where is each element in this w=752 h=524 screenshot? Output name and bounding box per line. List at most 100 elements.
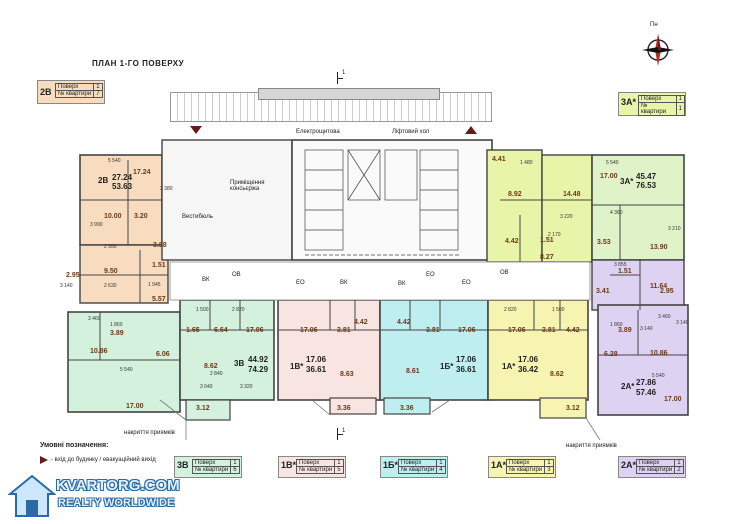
corridor-label: ОВ: [232, 272, 241, 278]
dimension-label: 3 210: [668, 226, 681, 232]
room-area-label: 8.92: [508, 191, 522, 198]
corridor-label: ВК: [398, 281, 406, 287]
room-area-label: 11.64: [650, 283, 668, 290]
watermark: KVARTORG.COM REALTY WORLDWIDE: [8, 474, 198, 520]
room-area-label: 2.95: [660, 288, 674, 295]
room-area-label: 3.41: [596, 288, 610, 295]
dimension-label: 1 480: [520, 160, 533, 166]
dimension-label: 1 500: [196, 307, 209, 313]
corridor-label: ВК: [202, 277, 210, 283]
room-area-label: 8.27: [540, 254, 554, 261]
dimension-label: 3 460: [88, 316, 101, 322]
room-area-label: 17.06: [246, 327, 264, 334]
dimension-label: 3 320: [240, 384, 253, 390]
apt-total-2a: 57.46: [636, 388, 657, 397]
dimension-label: 2 820: [232, 307, 245, 313]
room-area-label: 6.64: [214, 327, 228, 334]
room-area-label: 17.00: [664, 396, 682, 403]
apt-total-1a: 36.42: [518, 365, 539, 374]
room-area-label: 2.95: [66, 272, 80, 279]
dimension-label: 3 855: [614, 262, 627, 268]
room-area-label: 3.81: [426, 327, 440, 334]
room-area-label: 10.00: [104, 213, 122, 220]
room-area-label: 3.12: [196, 405, 210, 412]
dimension-label: 5 540: [120, 367, 133, 373]
corridor: [169, 261, 591, 301]
room-area-label: 4.42: [397, 319, 411, 326]
room-area-label: 3.12: [566, 405, 580, 412]
apartment-2a-zone-bottom: [597, 304, 689, 416]
room-area-label: 8.63: [340, 371, 354, 378]
label-vestibule: Вестибюль: [182, 214, 213, 220]
room-area-label: 8.62: [550, 371, 564, 378]
apt-living-1b: 17.06: [456, 355, 477, 364]
room-area-label: 4.42: [354, 319, 368, 326]
apartment-1b-balcony: [383, 397, 431, 415]
room-area-label: 3.53: [597, 239, 611, 246]
room-area-label: 10.86: [90, 348, 108, 355]
dimension-label: 5 540: [108, 158, 121, 164]
room-area-label: 1.51: [152, 262, 166, 269]
apt-total-2v: 53.63: [112, 182, 133, 191]
room-area-label: 17.00: [126, 403, 144, 410]
apartment-1v-zone: [277, 299, 381, 401]
dimension-label: 1 500: [552, 307, 565, 313]
apt-living-1a: 17.06: [518, 355, 539, 364]
label-concierge: Приміщення консьєржа: [230, 180, 265, 192]
plan-title: ПЛАН 1-ГО ПОВЕРХУ: [92, 59, 185, 68]
dimension-label: 2 950: [104, 244, 117, 250]
apt-code-1a: 1А*: [502, 362, 516, 371]
apt-total-1b: 36.61: [456, 365, 477, 374]
room-area-label: 3.81: [337, 327, 351, 334]
entrance-arrow-right: [465, 126, 477, 134]
room-area-label: 3.36: [400, 405, 414, 412]
dimension-label: 2 630: [104, 283, 117, 289]
canopy-label-right: накриття приямків: [566, 443, 617, 449]
apartment-3a-zone-left: [486, 149, 543, 263]
dimension-label: 1 860: [110, 322, 123, 328]
room-area-label: 4.41: [492, 156, 506, 163]
compass-label: Пн: [650, 22, 658, 28]
apt-code-3v: 3В: [234, 359, 245, 368]
apt-code-3a: 3А*: [620, 177, 634, 186]
room-area-label: 4.42: [505, 238, 519, 245]
apartment-3a-zone-mid: [541, 154, 593, 263]
apt-total-3v: 74.29: [248, 365, 269, 374]
corridor-label: ЕО: [462, 280, 471, 286]
room-area-label: 3.81: [542, 327, 556, 334]
apt-living-3a: 45.47: [636, 172, 657, 181]
room-area-label: 1.51: [540, 237, 554, 244]
dimension-label: 3 990: [90, 222, 103, 228]
apt-total-1v: 36.61: [306, 365, 327, 374]
dimension-label: 3 040: [200, 384, 213, 390]
apartment-2v-lobby: [161, 139, 293, 261]
house-logo-icon: [8, 474, 56, 517]
room-area-label: 17.06: [458, 327, 476, 334]
canopy-bar: [258, 88, 440, 100]
room-area-label: 4.42: [566, 327, 580, 334]
apt-code-2a: 2А*: [621, 382, 635, 391]
room-area-label: 8.62: [204, 363, 218, 370]
dimension-label: 1 860: [610, 322, 623, 328]
corridor-label: ОВ: [500, 270, 509, 276]
compass-rose-icon: [642, 34, 674, 66]
dimension-label: 3 220: [560, 214, 573, 220]
dimension-label: 3 140: [60, 283, 73, 289]
room-area-label: 1.51: [618, 268, 632, 275]
section-mark-bottom: 1: [333, 428, 353, 442]
dimension-label: 5 540: [652, 373, 665, 379]
room-area-label: 17.24: [133, 169, 151, 176]
dimension-label: 3 380: [160, 186, 173, 192]
room-area-label: 14.48: [563, 191, 581, 198]
corridor-label: ЕО: [426, 272, 435, 278]
room-area-label: 3.89: [110, 330, 124, 337]
apartment-3v-zone-right: [179, 299, 275, 401]
apartment-3v-balcony: [185, 399, 231, 421]
dimension-label: 3 460: [658, 314, 671, 320]
dimension-label: 4 360: [610, 210, 623, 216]
